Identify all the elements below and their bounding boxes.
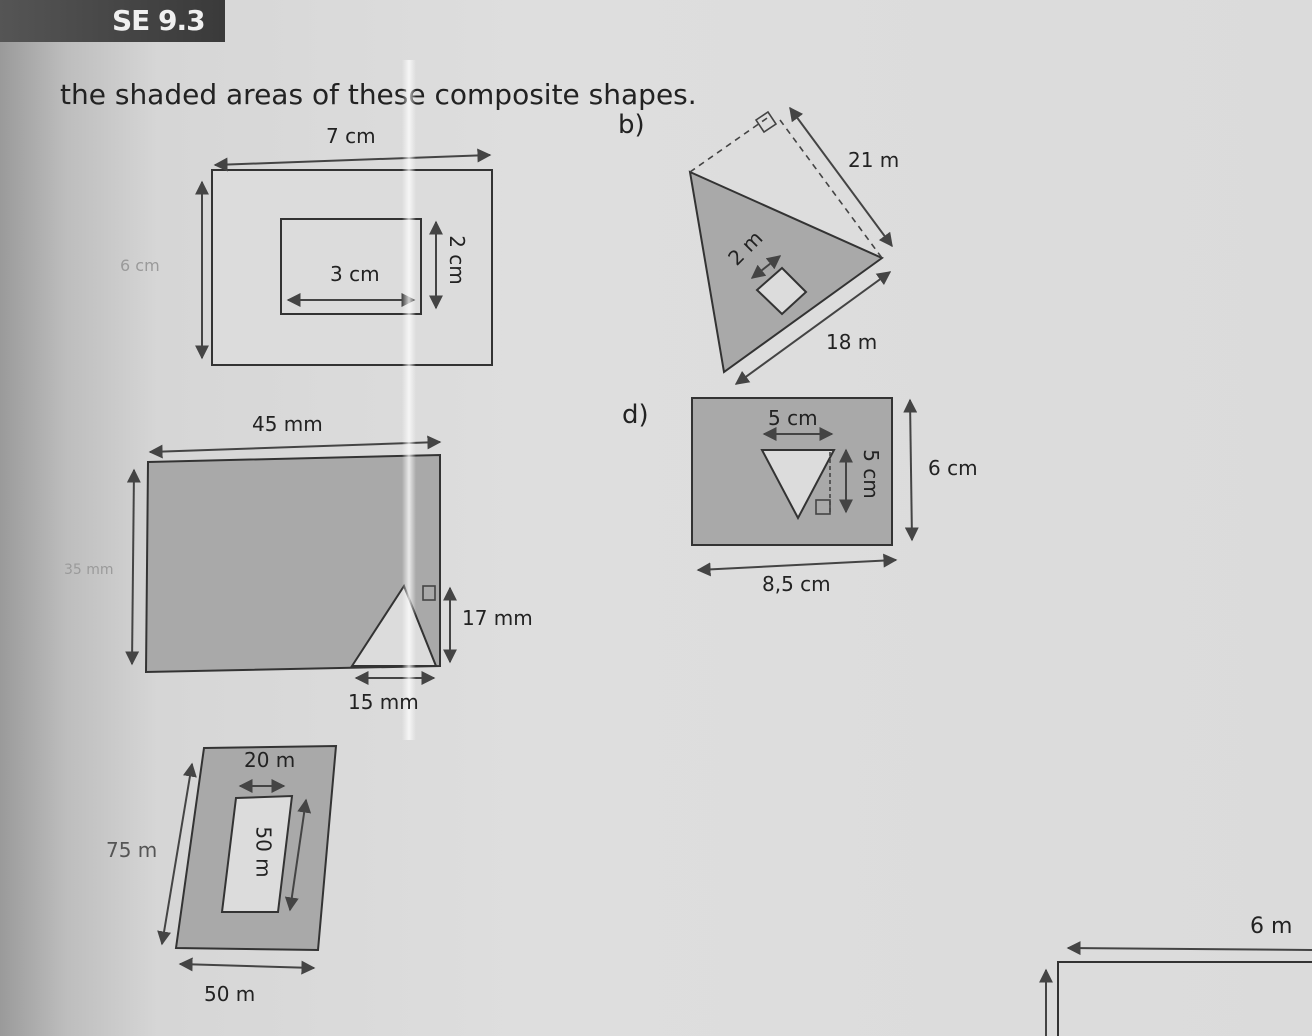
figure-b: [688, 106, 893, 385]
figure-d-triangle-base-label: 5 cm: [768, 406, 818, 430]
figure-d-width-label: 8,5 cm: [762, 572, 831, 596]
figure-e-inner-rect: [220, 794, 294, 913]
figure-e-top-width-label: 20 m: [244, 748, 296, 772]
instruction-text: the shaded areas of these composite shap…: [60, 78, 697, 111]
figure-a-inner-width-label: 3 cm: [330, 262, 380, 286]
figure-e-left-height-label: 75 m: [106, 838, 158, 862]
figure-e-inner-height-label: 50 m: [251, 826, 276, 878]
figure-f-width-arrow: [1066, 941, 1312, 956]
figure-d-height-label: 6 cm: [928, 456, 978, 480]
figure-e-inner-height-arrow: [284, 798, 312, 912]
figure-a-width-arrow: [213, 148, 492, 172]
figure-d-triangle-hole: [760, 449, 836, 521]
figure-d-height-arrow: [903, 398, 919, 542]
figure-e-bottom-width-label: 50 m: [204, 982, 256, 1006]
figure-f: [1039, 941, 1312, 1036]
figure-a: [195, 148, 493, 366]
figure-d: [691, 397, 919, 577]
figure-c-width-label: 45 mm: [252, 412, 323, 436]
exercise-label: SE 9.3: [112, 4, 206, 37]
figure-f-rect: [1057, 961, 1312, 1036]
figure-c-height-label: 35 mm: [64, 562, 114, 578]
figure-a-outer-height-label: 6 cm: [120, 256, 160, 275]
figure-c-height-arrow: [125, 468, 141, 666]
figure-b-height-dashed-left: [689, 115, 771, 173]
figure-b-base-arrow: [734, 271, 892, 385]
figure-d-right-angle-mark: [815, 499, 831, 515]
figure-c-right-angle-mark: [422, 585, 436, 601]
figure-b-right-angle-mark: [754, 110, 778, 134]
figure-c-triangle-base-label: 15 mm: [348, 690, 419, 714]
figure-a-inner-height-label: 2 cm: [444, 235, 469, 285]
figure-b-height-arrow: [789, 106, 893, 248]
figure-e: [157, 744, 338, 975]
page-fold-crease: [402, 60, 416, 740]
figure-a-outer-rect: [211, 169, 493, 366]
figure-d-triangle-height-label: 5 cm: [858, 449, 883, 499]
figure-b-height-label: 21 m: [848, 148, 900, 172]
figure-c-width-arrow: [148, 435, 442, 459]
figure-d-width-arrow: [696, 553, 898, 577]
figure-e-bottom-arrow: [178, 957, 316, 975]
figure-a-outer-width-label: 7 cm: [326, 124, 376, 148]
part-d-label: d): [622, 400, 649, 430]
figure-f-width-label: 6 m: [1250, 914, 1293, 939]
figure-c-triangle-height-label: 17 mm: [462, 606, 533, 630]
exercise-header-bar: [0, 0, 225, 42]
figure-b-square-arrow: [750, 255, 782, 279]
part-b-label: b): [618, 110, 645, 140]
figure-b-base-label: 18 m: [826, 330, 878, 354]
figure-e-left-arrow: [157, 762, 197, 946]
